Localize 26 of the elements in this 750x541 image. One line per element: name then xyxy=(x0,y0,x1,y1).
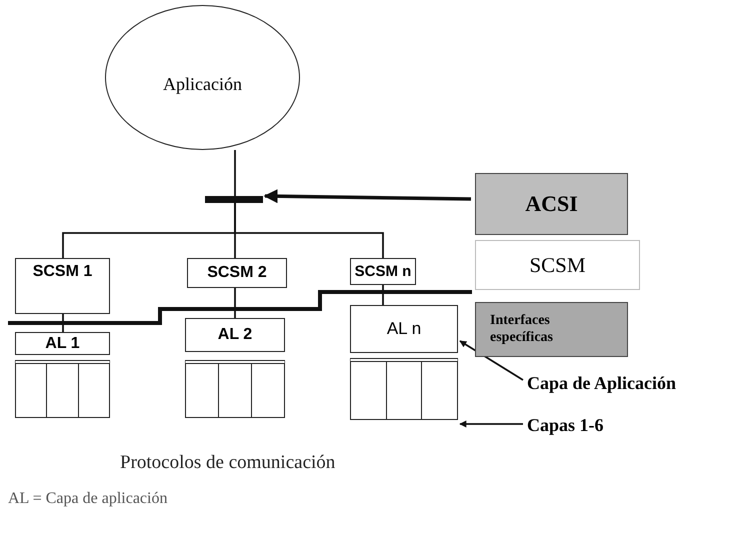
process-box: SCSM 1 xyxy=(15,258,110,314)
caption-text: AL = Capa de aplicación xyxy=(8,490,168,508)
process-box: AL n xyxy=(350,305,458,353)
connector-line xyxy=(234,203,384,258)
connector-line xyxy=(62,314,64,332)
arrow xyxy=(264,189,472,204)
connector-line xyxy=(234,150,236,196)
ellipse-node: Aplicación xyxy=(105,5,300,150)
process-box: AL 1 xyxy=(15,332,110,355)
layer-stack xyxy=(185,360,285,418)
legend-box: SCSM xyxy=(475,240,640,290)
callout-text: Capas 1-6 xyxy=(527,412,647,438)
acsi-box: ACSI xyxy=(475,173,628,235)
process-box: SCSM 2 xyxy=(187,258,287,288)
arrow xyxy=(459,340,524,381)
caption-text: Protocolos de comunicación xyxy=(120,452,336,474)
process-box: AL 2 xyxy=(185,318,285,352)
arrow xyxy=(459,420,523,428)
layer-stack xyxy=(15,360,110,418)
interface-box: Interfaces específicas xyxy=(475,302,628,357)
interface-bar xyxy=(205,196,263,203)
connector-line xyxy=(234,288,236,318)
callout-text: Capa de Aplicación xyxy=(527,370,750,396)
process-box: SCSM n xyxy=(350,258,416,285)
connector-line xyxy=(382,285,384,305)
layer-stack xyxy=(350,358,458,420)
